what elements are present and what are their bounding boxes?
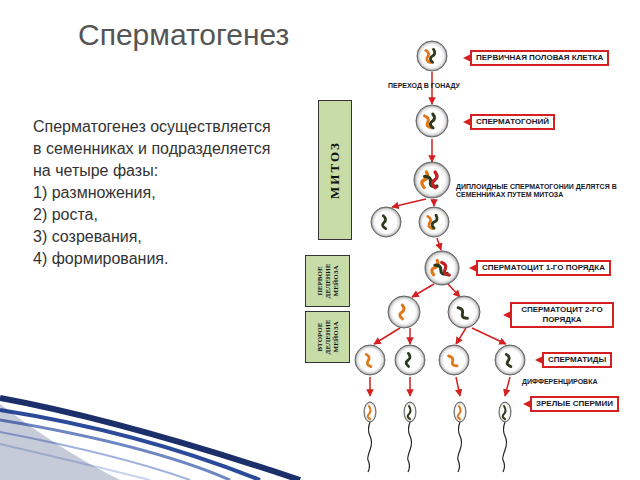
step-note: ДИФФЕРЕНЦИРОВКА <box>522 378 598 386</box>
pointer-arrows <box>463 54 543 408</box>
slide-title: Сперматогенез <box>78 18 289 52</box>
stage-name: СПЕРМАТОГОНИЙ <box>476 117 549 127</box>
stage-label-box: СПЕРМАТОЦИТ 2-ГО ПОРЯДКА <box>510 302 614 328</box>
arrow <box>409 328 411 344</box>
arrow <box>431 139 433 162</box>
cell <box>388 296 420 328</box>
stage-label-box: СПЕРМАТИДЫ <box>542 352 612 368</box>
step-note: ПЕРЕХОД В ГОНАДУ <box>388 82 460 90</box>
step-note: ДИПЛОИДНЫЕ СПЕРМАТОГОНИИ ДЕЛЯТСЯ В СЕМЕН… <box>456 183 626 199</box>
description: Сперматогенез осуществляется в семенника… <box>33 116 273 270</box>
phase-item: 3) созревания, <box>33 226 273 248</box>
sperm <box>364 402 376 472</box>
stage-name: СПЕРМАТИДЫ <box>548 355 606 365</box>
stage-name: МИТОЗ <box>328 102 342 238</box>
stage-label-box: СПЕРМАТОЦИТ 1-ГО ПОРЯДКА <box>476 260 611 276</box>
phase-band: МИТОЗ <box>318 100 352 240</box>
phase-item: 1) размножения, <box>33 182 273 204</box>
cell <box>425 251 459 285</box>
cell <box>414 162 450 198</box>
cell <box>417 41 447 71</box>
cells <box>355 41 525 472</box>
stage-label-box: СПЕРМАТОГОНИЙ <box>470 114 555 130</box>
cell <box>448 296 480 328</box>
phase-item: 2) роста, <box>33 204 273 226</box>
stage-name: ЗРЕЛЫЕ СПЕРМИИ <box>536 399 613 409</box>
stage-name: ПЕРВОЕ ДЕЛЕНИЕ МЕЙОЗА <box>316 257 340 305</box>
stage-name: СПЕРМАТОЦИТ 2-ГО ПОРЯДКА <box>516 305 608 325</box>
sperm <box>499 402 511 472</box>
phase-band: ПЕРВОЕ ДЕЛЕНИЕ МЕЙОЗА <box>305 255 350 307</box>
arrow <box>433 199 435 206</box>
arrow <box>369 377 371 396</box>
arrow <box>448 284 460 297</box>
arrow <box>412 284 434 297</box>
stage-label-box: ЗРЕЛЫЕ СПЕРМИИ <box>530 396 619 412</box>
phase-band: ВТОРОЕ ДЕЛЕНИЕ МЕЙОЗА <box>305 311 350 363</box>
cell <box>419 207 449 237</box>
stage-label-box: ПЕРВИЧНАЯ ПОЛОВАЯ КЛЕТКА <box>470 50 609 66</box>
arrow <box>505 377 510 396</box>
swoosh <box>0 398 300 480</box>
stage-name: СПЕРМАТОЦИТ 1-ГО ПОРЯДКА <box>482 263 605 273</box>
phase-item: 4) формирования. <box>33 248 273 270</box>
cell <box>439 345 469 375</box>
stage-name: ВТОРОЕ ДЕЛЕНИЕ МЕЙОЗА <box>316 313 340 361</box>
cell <box>395 345 425 375</box>
stage-name: ПЕРВИЧНАЯ ПОЛОВАЯ КЛЕТКА <box>476 53 603 63</box>
arrow <box>392 199 426 207</box>
arrow <box>456 328 466 344</box>
arrow <box>374 328 400 344</box>
cell <box>416 105 448 137</box>
arrow <box>472 328 506 344</box>
arrow <box>456 377 460 396</box>
cell <box>495 345 525 375</box>
sperm <box>454 402 466 472</box>
intro-text: Сперматогенез осуществляется в семенника… <box>33 116 273 182</box>
cell <box>371 207 401 237</box>
arrow <box>409 377 411 396</box>
arrow <box>437 238 441 250</box>
sperm <box>404 402 416 472</box>
cell <box>355 345 385 375</box>
